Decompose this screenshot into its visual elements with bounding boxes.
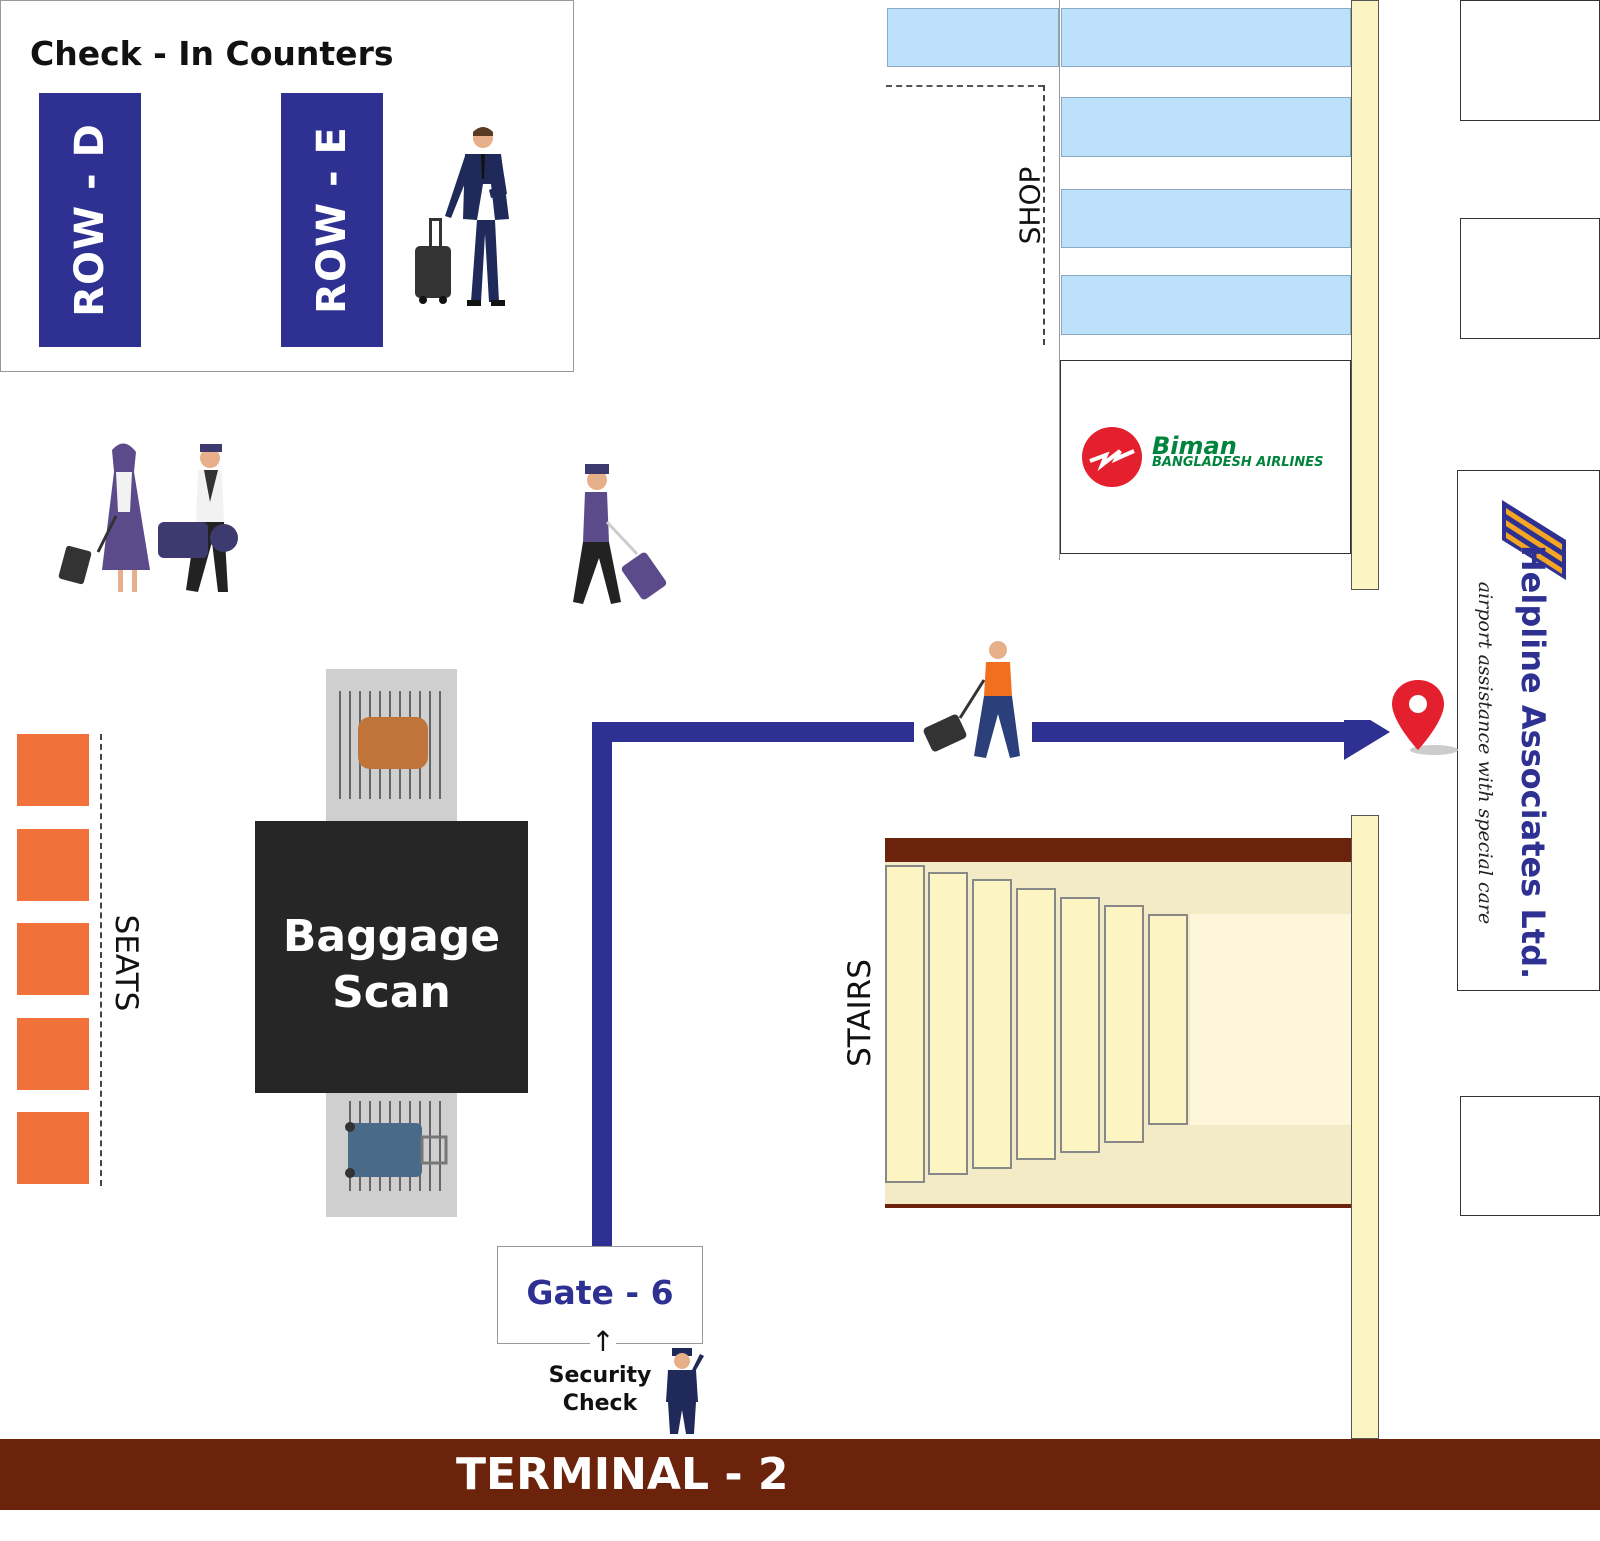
stairs-area <box>885 838 1351 1208</box>
businessman-with-suitcase-icon <box>415 127 509 306</box>
suitcase-icon <box>345 1101 448 1191</box>
seat <box>17 1112 89 1184</box>
stair-step <box>1060 897 1100 1153</box>
security-guard-icon <box>666 1348 704 1434</box>
biman-subtitle: BANGLADESH AIRLINES <box>1152 455 1324 470</box>
seat <box>17 734 89 806</box>
stairs-landing <box>1190 914 1351 1125</box>
route-path <box>592 720 1390 1248</box>
seats-boundary-line <box>100 734 102 1186</box>
baggage-scan-label-line2: Scan <box>332 967 451 1018</box>
terminal-bar: TERMINAL - 2 <box>0 1439 1600 1510</box>
terminal-wall <box>1351 0 1379 590</box>
gate-6-box: Gate - 6 <box>497 1246 703 1344</box>
stair-step <box>928 872 968 1175</box>
shop-divider <box>1059 0 1060 560</box>
security-check-line2: Check <box>562 1391 638 1416</box>
terminal-label: TERMINAL - 2 <box>456 1449 789 1500</box>
helpline-name: Helpline Associates Ltd. <box>1514 544 1552 980</box>
stair-step <box>972 879 1012 1169</box>
shop-stall <box>1061 97 1351 157</box>
baggage-conveyor-bottom <box>326 1087 457 1217</box>
counter-row-e: ROW - E <box>281 93 383 347</box>
biman-logo-icon <box>1082 427 1142 487</box>
shop-stall <box>1061 8 1351 67</box>
seats-label-wrap: SEATS <box>108 913 144 1013</box>
conveyor-rollers-icon <box>339 691 441 799</box>
shop-label-wrap: SHOP <box>1000 166 1060 244</box>
gate-booth <box>1460 1096 1600 1216</box>
shop-stall <box>887 8 1059 67</box>
baggage-scan-machine: Baggage Scan <box>255 821 528 1093</box>
counter-row-e-label: ROW - E <box>309 126 355 314</box>
seat <box>17 1018 89 1090</box>
shop-stall <box>1061 189 1351 248</box>
helpline-associates-desk <box>1457 470 1600 991</box>
baggage-scan-label-line1: Baggage <box>282 911 501 962</box>
seat <box>17 923 89 995</box>
stair-step <box>1104 905 1144 1143</box>
gate-booth <box>1460 218 1600 339</box>
stairs-top-border <box>885 838 1351 862</box>
stairs-label-wrap: STAIRS <box>800 959 920 1067</box>
stair-step <box>1148 914 1188 1125</box>
shop-boundary-line <box>1043 85 1045 345</box>
helpline-tagline: airport assistance with special care <box>1474 581 1496 925</box>
stair-step <box>885 865 925 1183</box>
shop-stall <box>1061 275 1351 335</box>
seats-label: SEATS <box>108 914 144 1012</box>
helpline-logo-icon: H <box>1502 500 1566 580</box>
gate-label: Gate - 6 <box>526 1273 674 1312</box>
traveler-woman-with-luggage-icon <box>573 464 667 604</box>
biman-name: Biman <box>1152 432 1237 460</box>
stairs-label: STAIRS <box>842 959 878 1067</box>
security-check-line1: Security <box>548 1363 652 1388</box>
arrow-up-icon: ↑ <box>590 1325 616 1358</box>
counter-row-d: ROW - D <box>39 93 141 347</box>
check-in-title: Check - In Counters <box>30 34 394 73</box>
travelers-group-icon <box>58 443 238 592</box>
terminal-wall <box>1351 815 1379 1439</box>
seat <box>17 829 89 901</box>
security-check-label: Security Check <box>543 1362 657 1418</box>
traveler-man-walking-icon <box>923 641 1020 758</box>
shop-label: SHOP <box>1013 166 1047 244</box>
baggage-conveyor-top <box>326 669 457 821</box>
location-pin-icon <box>1392 680 1458 755</box>
gate-booth <box>1460 0 1600 121</box>
counter-row-d-label: ROW - D <box>67 123 113 317</box>
svg-text:H: H <box>1514 548 1526 564</box>
stair-step <box>1016 888 1056 1160</box>
helpline-tagline-wrap: airport assistance with special care <box>1470 578 1500 928</box>
shop-boundary-line <box>886 85 1044 87</box>
stairs-bottom-border <box>885 1204 1351 1208</box>
helpline-name-wrap: Helpline Associates Ltd. <box>1513 545 1553 979</box>
